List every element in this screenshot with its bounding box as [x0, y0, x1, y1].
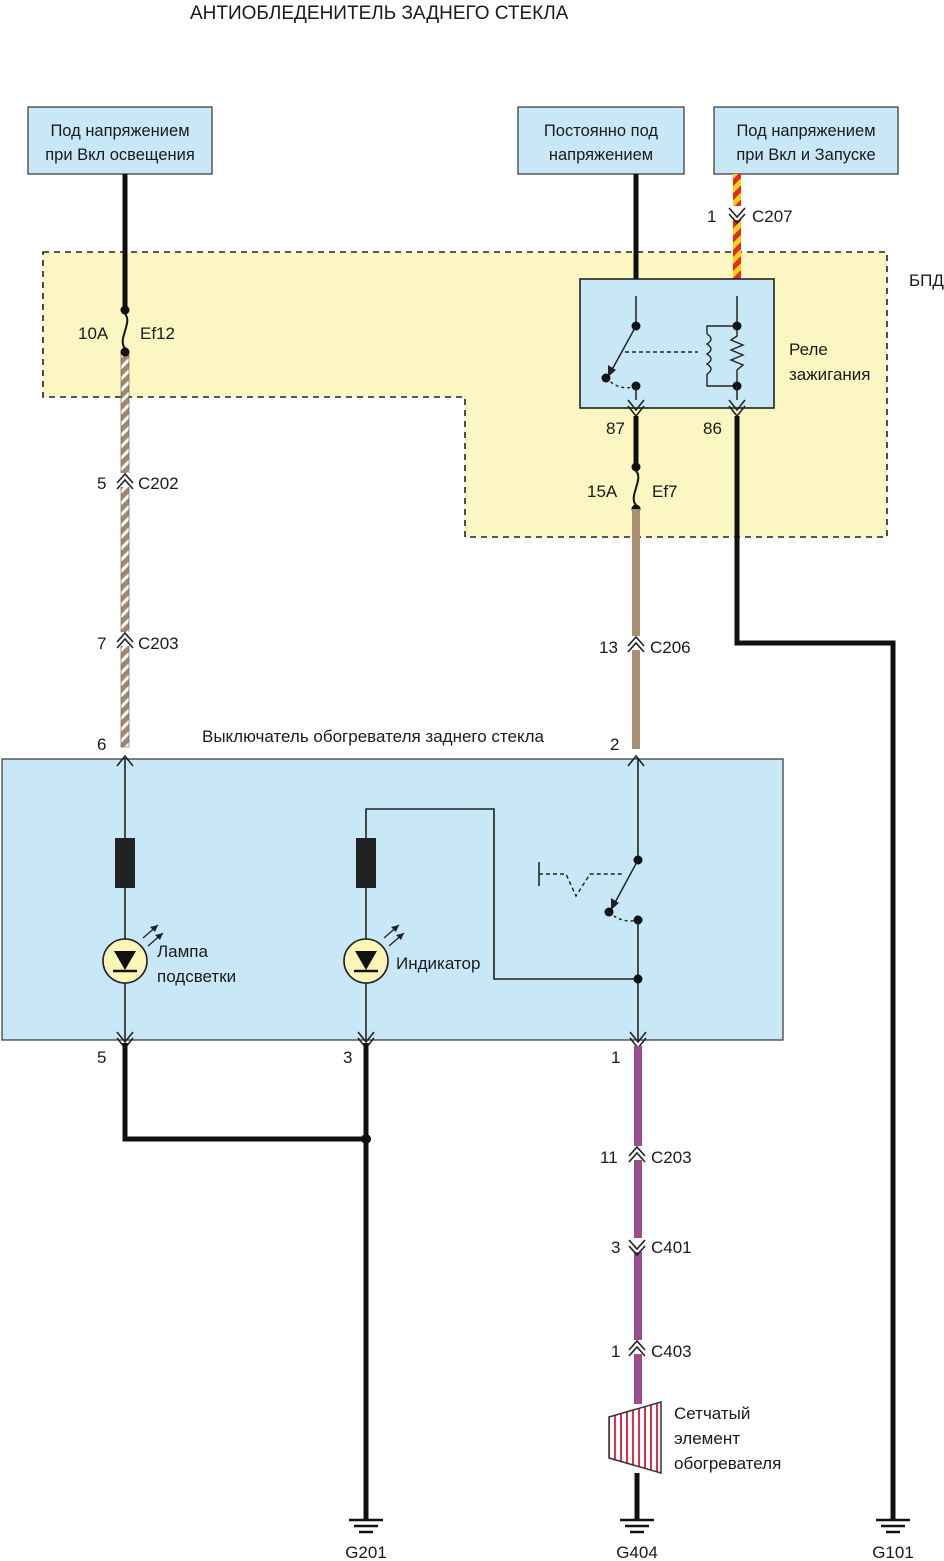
wire-g101: [734, 416, 896, 1520]
source-lights-box: Под напряжением при Вкл освещения: [27, 106, 213, 175]
switch-pin-6: 6: [97, 735, 106, 754]
source-constant-line2: напряжением: [549, 146, 653, 164]
indicator-label: Индикатор: [396, 954, 480, 973]
source-lights-line1: Под напряжением: [50, 122, 189, 140]
switch-pin-1: 1: [611, 1048, 620, 1067]
wire-violet: [634, 1046, 642, 1404]
connector-c203-top: [116, 631, 134, 649]
source-constant-box: Постоянно под напряжением: [517, 106, 685, 175]
source-lights-line2: при Вкл освещения: [45, 146, 195, 164]
ignition-relay: [579, 278, 775, 409]
fuse-ef7-name: Ef7: [652, 482, 678, 501]
ground-g201-icon: [349, 1518, 383, 1534]
indicator-resistor: [356, 838, 376, 888]
pin1-arrow-in: [629, 1031, 647, 1044]
c203-bottom-pin: 11: [600, 1148, 618, 1167]
fuse-ef12-name: Ef12: [140, 324, 175, 343]
wire-indicator-feed: [365, 808, 638, 980]
heater-label-line3: обогревателя: [674, 1454, 781, 1473]
connector-c207: [728, 206, 746, 225]
ground-g101-icon: [876, 1518, 910, 1534]
heater-push-switch: [538, 758, 643, 1040]
pin5-arrow-in: [116, 1031, 134, 1044]
source-constant-line1: Постоянно под: [544, 122, 659, 140]
pin6-arrow: [116, 754, 134, 767]
c401-name: C401: [651, 1238, 692, 1257]
switch-title: Выключатель обогревателя заднего стекла: [202, 727, 545, 746]
connector-c202: [116, 472, 134, 490]
relay-pin-87: 87: [606, 419, 625, 438]
relay-pin86-arrow-a: [728, 399, 746, 412]
source-ignition-line2: при Вкл и Запуске: [736, 146, 875, 164]
wire-red-yellow: [733, 174, 741, 284]
c206-name: C206: [650, 638, 691, 657]
c203-bottom-name: C203: [651, 1148, 692, 1167]
pin2-arrow: [627, 754, 645, 767]
fuse-ef12: [120, 305, 130, 357]
fuse-ef7-rating: 15A: [587, 482, 618, 501]
source-ignition-line1: Под напряжением: [736, 122, 875, 140]
c403-pin: 1: [611, 1342, 620, 1361]
relay-label-line1: Реле: [789, 340, 828, 359]
c401-pin: 3: [611, 1238, 620, 1257]
heater-label-line2: элемент: [674, 1429, 740, 1448]
ground-g201-label: G201: [345, 1543, 387, 1561]
switch-pin-3: 3: [343, 1048, 352, 1067]
relay-pin87-arrow-a: [627, 399, 645, 412]
splice-g201: [361, 1134, 371, 1144]
lamp-resistor: [115, 838, 135, 888]
indicator-lamp-icon: [343, 924, 405, 984]
switch-pin-2: 2: [610, 735, 619, 754]
lamp-label-line1: Лампа: [157, 942, 209, 961]
heater-label-line1: Сетчатый: [674, 1404, 750, 1423]
c207-pin: 1: [707, 207, 716, 226]
heater-grid-icon: [608, 1401, 662, 1474]
c206-pin: 13: [599, 638, 618, 657]
connector-c206: [627, 635, 645, 653]
c203-top-pin: 7: [97, 634, 106, 653]
fuse-ef12-rating: 10A: [78, 324, 109, 343]
wire-tan: [632, 509, 640, 749]
ground-g404-label: G404: [616, 1543, 658, 1561]
pin3-arrow-in: [357, 1031, 375, 1044]
wire-brown-white: [120, 351, 130, 748]
lamp-label-line2: подсветки: [157, 967, 236, 986]
fuse-box-label: БПД: [909, 271, 944, 290]
c203-top-name: C203: [138, 634, 179, 653]
relay-label-line2: зажигания: [789, 365, 871, 384]
source-ignition-box: Под напряжением при Вкл и Запуске: [713, 106, 899, 175]
diagram-title: АНТИОБЛЕДЕНИТЕЛЬ ЗАДНЕГО СТЕКЛА: [190, 3, 569, 24]
wire-lamp-ground: [122, 1043, 366, 1142]
c202-name: C202: [138, 474, 179, 493]
connector-c401: [628, 1238, 646, 1257]
connector-c203-bottom: [628, 1145, 646, 1163]
c403-name: C403: [651, 1342, 692, 1361]
connector-c403: [628, 1339, 646, 1357]
ground-g101-label: G101: [872, 1543, 914, 1561]
relay-pin-86: 86: [703, 419, 722, 438]
ground-g404-icon: [620, 1518, 654, 1534]
switch-pin-5: 5: [97, 1048, 106, 1067]
c207-name: C207: [752, 207, 793, 226]
switch-block: [1, 758, 784, 1041]
c202-pin: 5: [97, 474, 106, 493]
